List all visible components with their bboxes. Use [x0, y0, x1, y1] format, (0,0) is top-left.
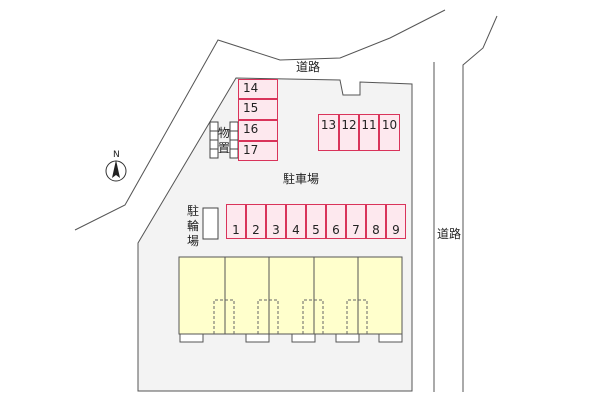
parking-spot: 11 — [359, 114, 379, 151]
parking-spot-number: 16 — [243, 122, 259, 136]
parking-spot: 3 — [266, 204, 286, 239]
parking-spot: 14 — [238, 79, 278, 99]
bike-parking-label-char: 場 — [186, 234, 199, 248]
parking-spot: 17 — [238, 141, 278, 161]
parking-spot: 5 — [306, 204, 326, 239]
road-right-edge-outer — [462, 15, 498, 392]
parking-spot: 8 — [366, 204, 386, 239]
parking-spot: 7 — [346, 204, 366, 239]
parking-spot-number: 10 — [381, 118, 398, 132]
storage-label-char: 物 — [217, 126, 230, 140]
parking-spot-number: 5 — [312, 223, 320, 237]
parking-spot-number: 17 — [243, 143, 259, 157]
parking-spot-number: 6 — [332, 223, 340, 237]
road-top-label: 道路 — [296, 60, 321, 74]
parking-spot: 15 — [238, 99, 278, 120]
parking-spot-number: 9 — [392, 223, 400, 237]
bike-parking-label-char: 輪 — [186, 219, 199, 233]
parking-spot: 10 — [379, 114, 400, 151]
parking-spot-number: 4 — [292, 223, 300, 237]
bike-parking-box — [202, 207, 219, 240]
parking-spot-number: 13 — [320, 118, 337, 132]
road-right-label: 道路 — [437, 227, 462, 241]
parking-spot: 6 — [326, 204, 346, 239]
parking-spot: 4 — [286, 204, 306, 239]
parking-spot: 9 — [386, 204, 406, 239]
road-top-boundary — [74, 9, 446, 231]
parking-spot-number: 15 — [243, 101, 259, 115]
parking-spot: 13 — [318, 114, 339, 151]
storage-label-char: 置 — [217, 141, 230, 155]
parking-spot-number: 1 — [232, 223, 240, 237]
bike-parking-label-char: 駐 — [186, 204, 199, 218]
apartment-building — [178, 256, 403, 343]
parking-spot-number: 8 — [372, 223, 380, 237]
bike-parking-label: 駐 輪 場 — [186, 204, 200, 249]
parking-spot-number: 3 — [272, 223, 280, 237]
parking-spot: 12 — [339, 114, 359, 151]
parking-spot: 2 — [246, 204, 266, 239]
parking-spot-number: 14 — [243, 81, 259, 95]
parking-spot: 16 — [238, 120, 278, 141]
parking-spot-number: 12 — [341, 118, 357, 132]
parking-spot-number: 2 — [252, 223, 260, 237]
parking-spot: 1 — [226, 204, 246, 239]
parking-label: 駐車場 — [283, 172, 320, 186]
parking-spot-number: 11 — [361, 118, 377, 132]
north-label: N — [113, 150, 120, 160]
storage-label: 物 置 — [217, 126, 231, 156]
north-arrow-icon — [105, 160, 127, 182]
parking-spot-number: 7 — [352, 223, 360, 237]
